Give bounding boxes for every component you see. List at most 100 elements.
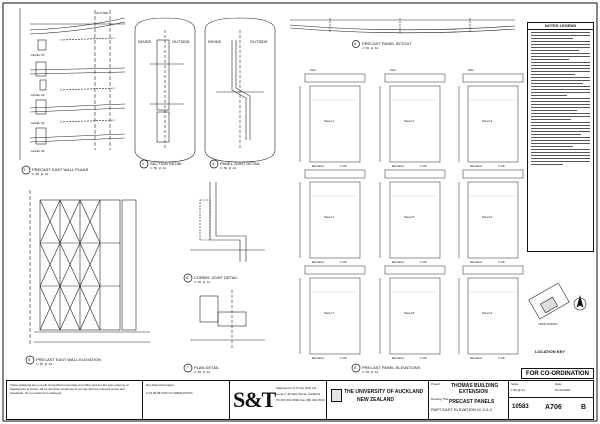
east-wall-plans-title: PRECAST EAST WALL PLANS	[32, 167, 89, 172]
panel-setout-title: PRECAST PANEL SETOUT	[362, 41, 412, 46]
panel-joint-detail-linework	[204, 17, 276, 163]
east-wall-elevation-scale: 1:50 @ A1	[36, 363, 53, 366]
revision-entry: A 03.09.08 FOR CO-ORDINATION	[146, 391, 193, 395]
plan-detail-scale: 1:50 @ A1	[194, 371, 211, 374]
elevation-label: Elevation	[392, 356, 405, 360]
drawing-number-5: 5	[28, 357, 31, 362]
for-coordination-stamp: FOR CO-ORDINATION	[521, 368, 594, 379]
location-key-label: LOCATION KEY	[535, 349, 565, 354]
off-label: 1 Off	[340, 164, 347, 168]
firm-contact: Ph (09) 302 2500 Fax (09) 302 2510	[276, 398, 325, 402]
section-detail-title: SECTION DETAIL	[150, 161, 183, 166]
outside-label-1: OUTSIDE	[172, 39, 190, 44]
drawing-number-4: 4	[354, 41, 357, 46]
drawing-title-line1: PRECAST PANELS	[449, 399, 495, 405]
east-wall-plans-linework	[19, 8, 126, 160]
level-label-03: LEVEL 03	[31, 121, 45, 125]
panel-label: Panel 5	[404, 215, 415, 219]
date-label: Date	[555, 382, 562, 386]
sheet-number: A706	[545, 404, 562, 411]
drawing-number-1: 1	[23, 167, 26, 172]
elevation-label: Elevation	[470, 164, 483, 168]
panel-elevations-linework	[299, 73, 524, 355]
drawing-number-6: 6	[186, 275, 189, 280]
sheet-info-box: Scale 1:50 @ A1 Date 20.08.2008 10583 A7…	[508, 381, 594, 419]
drawing-number-2: 2	[142, 161, 145, 166]
revision-box: Rev Date Description A 03.09.08 FOR CO-O…	[142, 381, 228, 419]
project-label: Project	[431, 382, 441, 386]
inside-label-1: INSIDE	[138, 39, 152, 44]
drawing-number-7: 7	[186, 365, 189, 370]
off-label: 1 Off	[420, 356, 427, 360]
location-key-linework	[528, 282, 587, 320]
panel-label: Panel 8	[404, 311, 415, 315]
elevation-label: Elevation	[312, 356, 325, 360]
east-wall-elevation-title: PRECAST EAST WALL ELEVATION	[36, 357, 101, 362]
notes-legend-title: NOTES LEGEND	[528, 23, 593, 30]
scale-value: 1:50 @ A1	[511, 388, 526, 392]
project-name-line1: THOMAS BUILDING	[451, 383, 499, 389]
client-box: THE UNIVERSITY OF AUCKLAND NEW ZEALAND	[326, 381, 427, 419]
elevation-label: Elevation	[470, 356, 483, 360]
plan-detail-linework	[190, 290, 265, 350]
job-number: 10583	[512, 404, 529, 410]
project-name-line2: EXTENSION	[459, 389, 488, 395]
panel-label: Panel 2	[404, 119, 415, 123]
revision-letter: B	[581, 404, 587, 411]
elevation-label: Elevation	[392, 260, 405, 264]
elevation-label: Elevation	[312, 164, 325, 168]
outside-label-2: OUTSIDE	[250, 39, 268, 44]
east-wall-elevation-linework	[29, 190, 150, 345]
level-label-05: LEVEL 05	[31, 53, 45, 57]
plan-label: Plan	[468, 68, 475, 72]
firm-address: Level 2, 35 Sale Street, Auckland	[276, 392, 321, 396]
section-detail-linework	[134, 17, 196, 163]
off-label: 1 Off	[340, 356, 347, 360]
off-label: 1 Off	[420, 164, 427, 168]
firm-box: S&T Stephenson & Turner (NZ) Ltd Level 2…	[229, 381, 325, 419]
corbel-joint-detail-linework	[190, 182, 265, 262]
drawing-number-8: 8	[354, 365, 357, 370]
date-value: 20.08.2008	[555, 388, 571, 392]
panel-setout-linework	[289, 18, 516, 34]
title-block: These drawings are a result of significa…	[6, 380, 594, 420]
east-wall-plans-scale: 1:50 @ A1	[32, 173, 49, 176]
level-label-02: LEVEL 02	[31, 149, 45, 153]
elevation-label: Elevation	[470, 260, 483, 264]
off-label: 1 Off	[420, 260, 427, 264]
elevation-label: Elevation	[392, 164, 405, 168]
corbel-joint-detail-scale: 1:50 @ A1	[194, 281, 211, 284]
notes-lines	[528, 32, 593, 165]
client-name-line2: NEW ZEALAND	[357, 397, 394, 403]
drawing-title-label: Drawing Title	[431, 397, 449, 401]
corbel-joint-detail-title: CORBEL JOINT DETAIL	[194, 275, 238, 280]
drawing-title-line2: PART EAST ELEVATION LV 2-0-4	[431, 407, 492, 412]
panel-joint-detail-scale: 1:50 @ A1	[220, 167, 237, 170]
panel-elevations-title: PRECAST PANEL ELEVATIONS	[362, 365, 421, 370]
panel-label: Panel 4	[324, 215, 335, 219]
plan-label: Plan	[390, 68, 397, 72]
panel-label: Panel 1	[324, 119, 335, 123]
revision-header: Rev Date Description	[146, 383, 175, 387]
university-crest-icon	[331, 389, 342, 402]
panel-label: Panel 9	[482, 311, 493, 315]
true-north-label: TRUE NORTH	[538, 322, 558, 326]
client-name-line1: THE UNIVERSITY OF AUCKLAND	[344, 389, 424, 395]
panel-label: Panel 6	[482, 215, 493, 219]
panel-elevations-scale: 1:50 @ A1	[362, 371, 379, 374]
off-label: 1 Off	[498, 260, 505, 264]
plan-label: Plan	[310, 68, 317, 72]
drawing-number-3: 3	[212, 161, 215, 166]
plan-detail-title: PLAN DETAIL	[194, 365, 220, 370]
panel-setout-scale: 1:50 @ A1	[362, 47, 379, 50]
inside-label-2: INSIDE	[208, 39, 222, 44]
off-label: 1 Off	[340, 260, 347, 264]
section-detail-scale: 1:50 @ A1	[150, 167, 167, 170]
firm-logo: S&T	[233, 387, 276, 412]
project-box: Project THOMAS BUILDING EXTENSION Drawin…	[428, 381, 507, 419]
scale-label: Scale	[511, 382, 519, 386]
firm-name: Stephenson & Turner (NZ) Ltd	[276, 386, 317, 390]
off-label: 1 Off	[498, 164, 505, 168]
